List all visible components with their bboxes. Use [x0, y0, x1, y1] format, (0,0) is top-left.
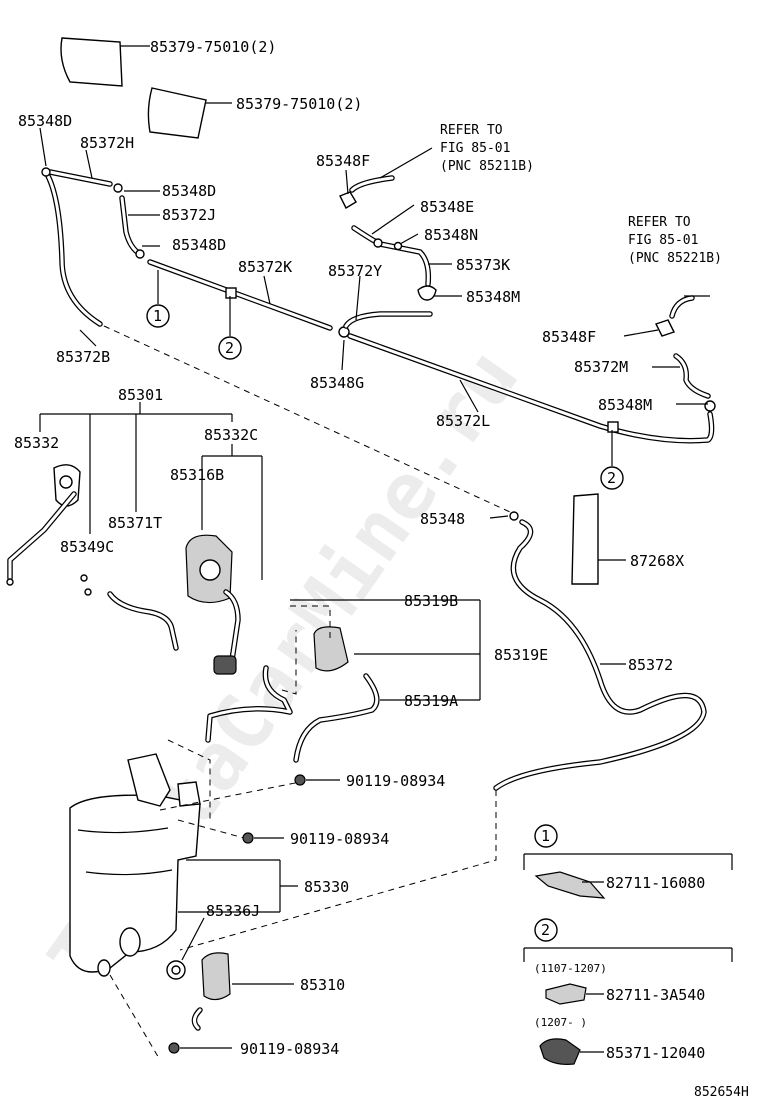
refer-1-line2: FIG 85-01 [440, 141, 510, 156]
label-85348G: 85348G [310, 374, 364, 392]
label-85372B: 85372B [56, 348, 110, 366]
bolt-90119-a [294, 774, 340, 786]
label-85372Y: 85372Y [328, 262, 382, 280]
label-82711-16080: 82711-16080 [606, 874, 705, 892]
labels-middle: 85301 85332 85332C 85316B 85371T 85349C [14, 386, 258, 556]
label-85372K: 85372K [238, 258, 292, 276]
label-sheet-1 [60, 37, 123, 87]
label-85348M-1: 85348M [466, 288, 520, 306]
svg-text:2: 2 [225, 339, 234, 357]
callout-2-upper-a: 2 [218, 296, 242, 360]
label-85372H: 85372H [80, 134, 134, 152]
svg-text:2: 2 [541, 921, 550, 939]
labels-upper: 85379-75010(2) 85379-75010(2) 85348D 853… [18, 38, 722, 430]
label-85348F-2: 85348F [542, 328, 596, 346]
label-85319E: 85319E [494, 646, 548, 664]
refer-2-line3: (PNC 85221B) [628, 251, 722, 266]
label-85319A: 85319A [404, 692, 458, 710]
svg-text:1: 1 [541, 827, 550, 845]
bolt-90119-b [242, 832, 284, 844]
label-90119-a: 90119-08934 [346, 772, 445, 790]
label-sheet-2 [147, 87, 207, 139]
label-85348M-2: 85348M [598, 396, 652, 414]
detail-1: 1 82711-16080 [523, 824, 733, 899]
label-85372M: 85372M [574, 358, 628, 376]
refer-2-line2: FIG 85-01 [628, 233, 698, 248]
label-85348D-2: 85348D [162, 182, 216, 200]
label-85348F-1: 85348F [316, 152, 370, 170]
label-85348: 85348 [420, 510, 465, 528]
label-85372: 85372 [628, 656, 673, 674]
label-85372J: 85372J [162, 206, 216, 224]
nozzle-assy-85316B [185, 534, 241, 675]
label-85316B: 85316B [170, 466, 224, 484]
label-85332: 85332 [14, 434, 59, 452]
pump-85310 [191, 952, 294, 1031]
label-85301: 85301 [118, 386, 163, 404]
callout-1-upper: 1 [146, 270, 170, 328]
label-85349C: 85349C [60, 538, 114, 556]
label-85319B: 85319B [404, 592, 458, 610]
hose-85372 [179, 511, 707, 951]
label-85348N: 85348N [424, 226, 478, 244]
label-85336J: 85336J [206, 902, 260, 920]
label-85379-a: 85379-75010(2) [150, 38, 276, 56]
label-85330: 85330 [304, 878, 349, 896]
label-sheets [60, 37, 232, 139]
bracket-85301 [39, 402, 263, 580]
label-85373K: 85373K [456, 256, 510, 274]
callout-2-upper-b: 2 [600, 430, 624, 490]
refer-1-line1: REFER TO [440, 123, 503, 138]
label-85348D-1: 85348D [18, 112, 72, 130]
leader-lines-upper [39, 127, 710, 413]
bolt-90119-c [168, 1042, 232, 1054]
svg-text:2: 2 [607, 469, 616, 487]
label-85371-12040: 85371-12040 [606, 1044, 705, 1062]
label-85379-b: 85379-75010(2) [236, 95, 362, 113]
label-85372L: 85372L [436, 412, 490, 430]
label-87268X: 87268X [630, 552, 684, 570]
label-90119-c: 90119-08934 [240, 1040, 339, 1058]
label-85371T: 85371T [108, 514, 162, 532]
grommet-85336J [166, 917, 205, 980]
upper-hose-network [41, 167, 716, 513]
svg-text:1: 1 [153, 307, 162, 325]
label-90119-b: 90119-08934 [290, 830, 389, 848]
refer-1-line3: (PNC 85211B) [440, 159, 534, 174]
label-85310: 85310 [300, 976, 345, 994]
date-range-1: (1107-1207) [534, 962, 607, 975]
nozzle-85332 [6, 464, 92, 596]
label-82711-3A540: 82711-3A540 [606, 986, 705, 1004]
washer-tank-85330 [69, 739, 301, 1061]
figure-code: 852654H [694, 1085, 749, 1100]
label-sheet-87268X [571, 493, 626, 585]
label-85348E: 85348E [420, 198, 474, 216]
detail-2: 2 (1107-1207) 82711-3A540 (1207- ) 85371… [523, 918, 733, 1065]
date-range-2: (1207- ) [534, 1016, 587, 1029]
refer-2-line1: REFER TO [628, 215, 691, 230]
label-85348D-3: 85348D [172, 236, 226, 254]
label-85332C: 85332C [204, 426, 258, 444]
parts-85319 [205, 599, 481, 763]
